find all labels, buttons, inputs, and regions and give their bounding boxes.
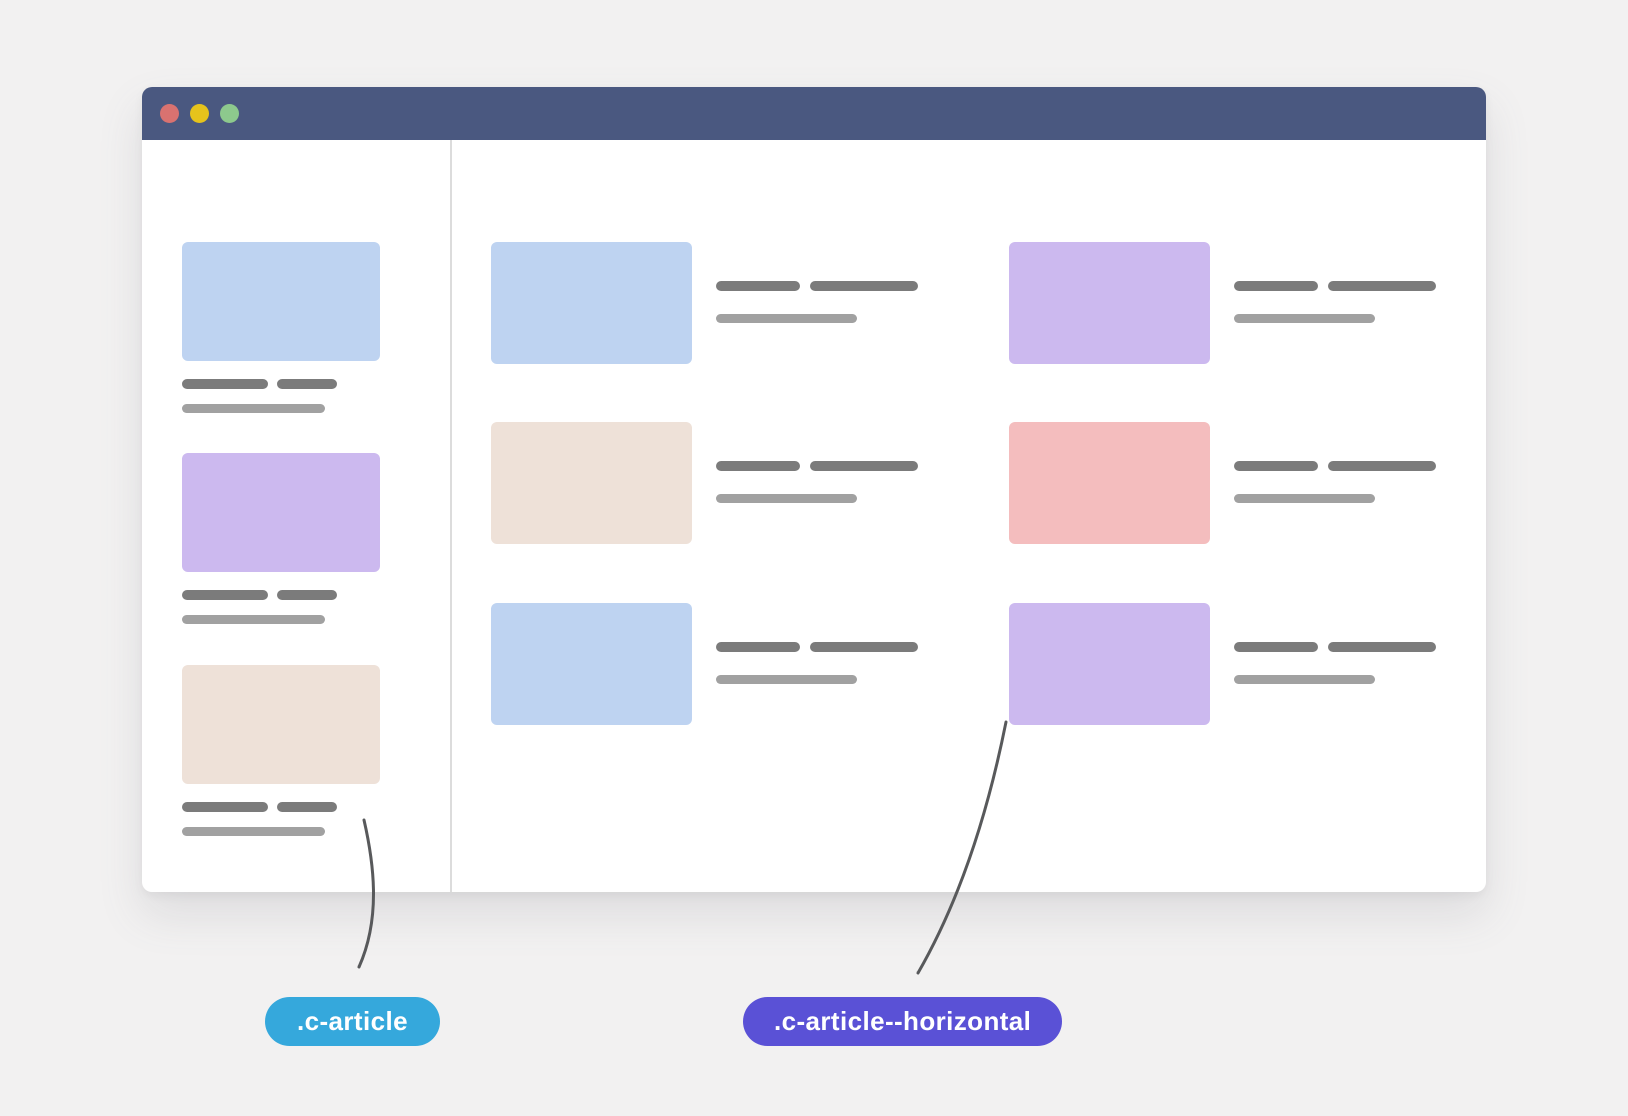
card-image-placeholder bbox=[491, 242, 692, 364]
card-image-placeholder bbox=[1009, 242, 1210, 364]
browser-window bbox=[142, 87, 1486, 892]
text-line-placeholder bbox=[810, 642, 918, 652]
text-line-placeholder bbox=[810, 461, 918, 471]
card-image-placeholder bbox=[182, 665, 380, 784]
article-card-horizontal[interactable] bbox=[491, 422, 985, 544]
text-line-placeholder bbox=[1328, 461, 1436, 471]
maximize-button-icon[interactable] bbox=[220, 104, 239, 123]
article-card-vertical[interactable] bbox=[182, 242, 380, 414]
label-c-article-horizontal: .c-article--horizontal bbox=[743, 997, 1063, 1046]
article-card-horizontal[interactable] bbox=[1009, 603, 1503, 725]
close-button-icon[interactable] bbox=[160, 104, 179, 123]
text-line-placeholder bbox=[1234, 675, 1375, 684]
card-image-placeholder bbox=[1009, 603, 1210, 725]
card-image-placeholder bbox=[182, 453, 380, 572]
text-line-placeholder bbox=[716, 461, 800, 471]
text-line-placeholder bbox=[716, 314, 857, 323]
text-line-placeholder bbox=[1234, 281, 1318, 291]
text-line-placeholder bbox=[182, 802, 268, 812]
article-card-vertical[interactable] bbox=[182, 665, 380, 837]
article-card-horizontal[interactable] bbox=[1009, 242, 1503, 364]
text-line-placeholder bbox=[1328, 642, 1436, 652]
text-line-placeholder bbox=[182, 379, 268, 389]
article-card-vertical[interactable] bbox=[182, 453, 380, 625]
article-card-horizontal[interactable] bbox=[1009, 422, 1503, 544]
text-line-placeholder bbox=[1234, 314, 1375, 323]
card-image-placeholder bbox=[491, 422, 692, 544]
card-image-placeholder bbox=[491, 603, 692, 725]
card-image-placeholder bbox=[1009, 422, 1210, 544]
text-line-placeholder bbox=[277, 379, 337, 389]
article-card-horizontal[interactable] bbox=[491, 603, 985, 725]
text-line-placeholder bbox=[182, 827, 325, 836]
sidebar-divider bbox=[450, 140, 452, 892]
label-c-article: .c-article bbox=[265, 997, 440, 1046]
text-line-placeholder bbox=[716, 642, 800, 652]
text-line-placeholder bbox=[277, 802, 337, 812]
text-line-placeholder bbox=[716, 675, 857, 684]
text-line-placeholder bbox=[182, 615, 325, 624]
text-line-placeholder bbox=[716, 494, 857, 503]
text-line-placeholder bbox=[716, 281, 800, 291]
browser-titlebar bbox=[142, 87, 1486, 140]
minimize-button-icon[interactable] bbox=[190, 104, 209, 123]
text-line-placeholder bbox=[810, 281, 918, 291]
text-line-placeholder bbox=[182, 404, 325, 413]
text-line-placeholder bbox=[1328, 281, 1436, 291]
text-line-placeholder bbox=[277, 590, 337, 600]
text-line-placeholder bbox=[182, 590, 268, 600]
card-image-placeholder bbox=[182, 242, 380, 361]
article-card-horizontal[interactable] bbox=[491, 242, 985, 364]
text-line-placeholder bbox=[1234, 642, 1318, 652]
text-line-placeholder bbox=[1234, 494, 1375, 503]
text-line-placeholder bbox=[1234, 461, 1318, 471]
